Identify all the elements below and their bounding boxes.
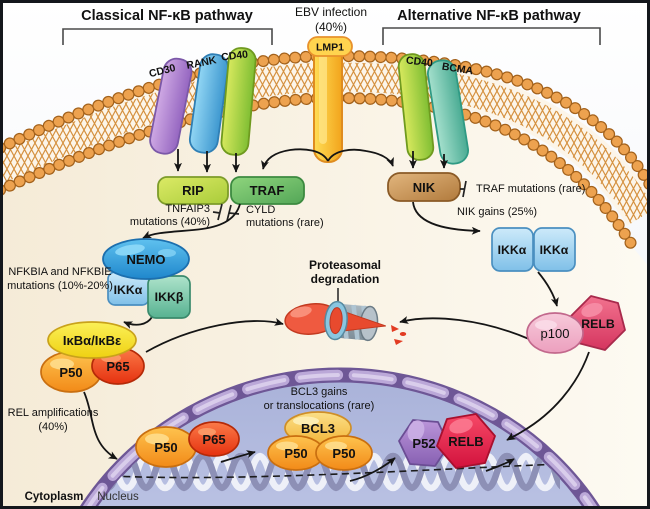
cytoplasm-arrows [83, 201, 590, 460]
traf-mutations-annotation: TRAF mutations (rare) [476, 183, 585, 195]
bcl3-p50-p50-complex [267, 411, 373, 471]
ikka-right2-label: IKKα [540, 243, 569, 257]
nemo-ikk-complex [102, 238, 191, 319]
arrow-p100-proteasome [399, 316, 530, 340]
cyld-annotation-line1: CYLD [246, 204, 275, 216]
lmp1-label: LMP1 [316, 42, 344, 54]
rip-box [157, 176, 229, 205]
receptor-cd40-left [220, 47, 257, 156]
rel-amp-annotation-line2: (40%) [38, 421, 67, 433]
ikkb-label: IKKβ [155, 290, 184, 304]
cyld-tbar [226, 204, 240, 222]
ikka-right2-box [533, 227, 576, 272]
ikb-oval [47, 321, 137, 359]
nik-box [387, 172, 461, 202]
rel-amp-annotation-line1: REL amplifications [8, 407, 99, 419]
bcl3-label: BCL3 [301, 421, 335, 436]
alternative-pathway-title: Alternative NF-κB pathway [397, 8, 581, 24]
proteasomal-label-line2: degradation [311, 272, 380, 286]
arrow-relb-nucleus [506, 351, 590, 441]
bcl3-p50-left-label: P50 [284, 446, 307, 461]
arrow-p50p65-bcl3 [220, 450, 256, 463]
lmp1-label-pill [307, 36, 353, 57]
nucleus-arrows [220, 450, 515, 482]
inhibition-symbols [212, 180, 467, 222]
classical-bracket [62, 28, 273, 45]
receptor-cd30 [149, 57, 193, 155]
rank-label: RANK [185, 54, 217, 72]
nik-gains-annotation: NIK gains (25%) [457, 206, 537, 218]
ikka-right1-box [491, 227, 534, 272]
arrow-bcl3-p52 [349, 457, 396, 482]
tnfaip3-annotation-line1: TNFAIP3 [165, 203, 210, 215]
p50-nuc-label: P50 [154, 440, 177, 455]
p52-relb-complex [398, 413, 496, 469]
receptor-lmp1 [307, 36, 353, 163]
relb-nuc-label: RELB [448, 434, 483, 449]
nik-label: NIK [413, 180, 436, 195]
arrow-lmp1-traf [261, 148, 329, 170]
signal-arrows [174, 148, 448, 173]
p50-cyto-label: P50 [59, 365, 82, 380]
p100-label: p100 [541, 326, 570, 341]
proteasome [284, 288, 407, 345]
nucleus-label: Nucleus [97, 491, 139, 503]
proteasomal-label-line1: Proteasomal [309, 258, 381, 272]
p65-cyto-label: P65 [106, 359, 129, 374]
arrow-p52-out [485, 458, 515, 472]
receptor-rank [188, 53, 229, 154]
alternative-bracket [382, 27, 601, 45]
receptor-cd40-right [397, 53, 435, 161]
nfkbia-annotation-line1: NFKBIA and NFKBIE [8, 266, 111, 278]
bcl3-p50-right-label: P50 [332, 446, 355, 461]
tnfaip3-annotation-line2: mutations (40%) [130, 216, 210, 228]
ikka-left-label: IKKα [114, 283, 143, 297]
nuclear-p50-p65 [135, 421, 240, 468]
tnfaip3-tbar [212, 203, 223, 221]
ikb-p50-p65-complex [40, 321, 145, 393]
ikb-label: IκBα/IκBε [63, 333, 121, 348]
ebv-infection-label: EBV infection [295, 5, 367, 19]
cd40-right-label: CD40 [405, 54, 433, 69]
cyld-annotation-line2: mutations (rare) [246, 217, 324, 229]
arrow-ikkb-ikb [123, 316, 153, 329]
arrow-nik-ikka [412, 201, 481, 235]
arrow-p50-nucleus [83, 391, 118, 460]
nfkbia-annotation-line2: mutations (10%-20%) [7, 280, 113, 292]
traf-mut-tbar [460, 180, 467, 198]
degradation-fragments [391, 325, 407, 345]
classical-pathway-title: Classical NF-κB pathway [81, 8, 253, 24]
traf-label: TRAF [250, 183, 285, 198]
p52-label: P52 [412, 436, 435, 451]
bcma-label: BCMA [441, 61, 474, 78]
arrow-lmp1-nik [327, 148, 394, 167]
bcl3-gains-annotation-line1: BCL3 gains [291, 386, 348, 398]
p65-nuc-label: P65 [202, 432, 225, 447]
cd40-left-label: CD40 [221, 48, 249, 63]
receptor-bcma [427, 59, 469, 165]
nemo-label: NEMO [127, 252, 166, 267]
arrow-ikb-proteasome [145, 317, 284, 353]
arrow-ikka-p100 [537, 271, 559, 307]
rip-label: RIP [182, 183, 204, 198]
p100-relb-complex [526, 295, 626, 354]
arrow-traf-nemo [142, 203, 241, 239]
cytoplasm-label: Cytoplasm [25, 491, 84, 503]
ebv-infection-pct: (40%) [315, 20, 347, 34]
relb-cyto-label: RELB [581, 317, 615, 331]
traf-box [230, 176, 305, 205]
ikka-right1-label: IKKα [498, 243, 527, 257]
bcl3-gains-annotation-line2: or translocations (rare) [264, 400, 375, 412]
